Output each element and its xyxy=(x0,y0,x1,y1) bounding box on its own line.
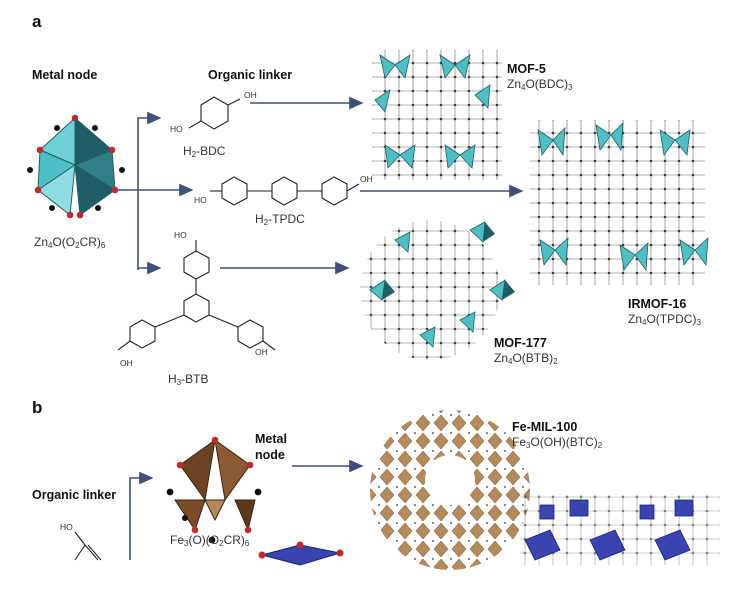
panel-b-ho: HO xyxy=(60,522,73,532)
h2tpdc-label: H2-TPDC xyxy=(255,212,305,227)
node-to-linker-arrows xyxy=(118,111,194,275)
organic-linker-header: Organic linker xyxy=(208,68,293,82)
metal-node-header: Metal node xyxy=(32,68,98,82)
panel-b-letter: b xyxy=(32,398,43,417)
zn4o-formula: Zn4O(O2CR)6 xyxy=(34,235,106,250)
fe-mil-100-structure xyxy=(370,410,530,570)
tpdc-ho: HO xyxy=(194,195,207,205)
bdc-ho-bottom: HO xyxy=(170,124,183,134)
panel-b-organic-linker-header: Organic linker xyxy=(32,488,117,502)
blue-framework-structure xyxy=(520,495,720,565)
panel-a-letter: a xyxy=(32,12,42,31)
h2bdc-label: H2-BDC xyxy=(183,144,226,159)
btb-oh-right: OH xyxy=(255,347,268,357)
bdc-oh-top: OH xyxy=(244,90,257,100)
btb-oh-left: OH xyxy=(120,358,133,368)
blue-polyhedron-small xyxy=(258,541,344,566)
irmof16-name: IRMOF-16 xyxy=(628,297,687,311)
btb-ho-top: HO xyxy=(174,230,187,240)
linker-to-mof-arrows xyxy=(220,96,524,275)
mof177-formula: Zn4O(BTB)2 xyxy=(494,351,558,366)
tpdc-oh: OH xyxy=(360,174,373,184)
h3btb-label: H3-BTB xyxy=(168,372,209,387)
zn4o-cluster xyxy=(27,114,125,219)
mof5-formula: Zn4O(BDC)3 xyxy=(507,77,573,92)
panel-b-metal-label-line1: Metal xyxy=(255,432,287,446)
panel-b-arrows xyxy=(129,459,364,560)
h2tpdc-molecule xyxy=(210,176,360,206)
h2bdc-molecule xyxy=(188,96,241,130)
fe3o-cluster xyxy=(166,436,262,544)
mof177-structure xyxy=(360,220,515,360)
mof177-name: MOF-177 xyxy=(494,336,547,350)
mof5-structure xyxy=(372,50,502,180)
fe3o-formula: Fe3(O)(O2CR)6 xyxy=(170,533,250,548)
fe-mil-100-name: Fe-MIL-100 xyxy=(512,420,578,434)
mof5-name: MOF-5 xyxy=(507,62,546,76)
panel-b-metal-label-line2: node xyxy=(255,448,285,462)
fe-mil-100-formula: Fe3O(OH)(BTC)2 xyxy=(512,435,603,450)
irmof16-formula: Zn4O(TPDC)3 xyxy=(628,312,701,327)
irmof16-structure xyxy=(530,120,709,285)
h3btb-molecule xyxy=(117,240,276,351)
organic-linker-fragment xyxy=(74,531,102,561)
